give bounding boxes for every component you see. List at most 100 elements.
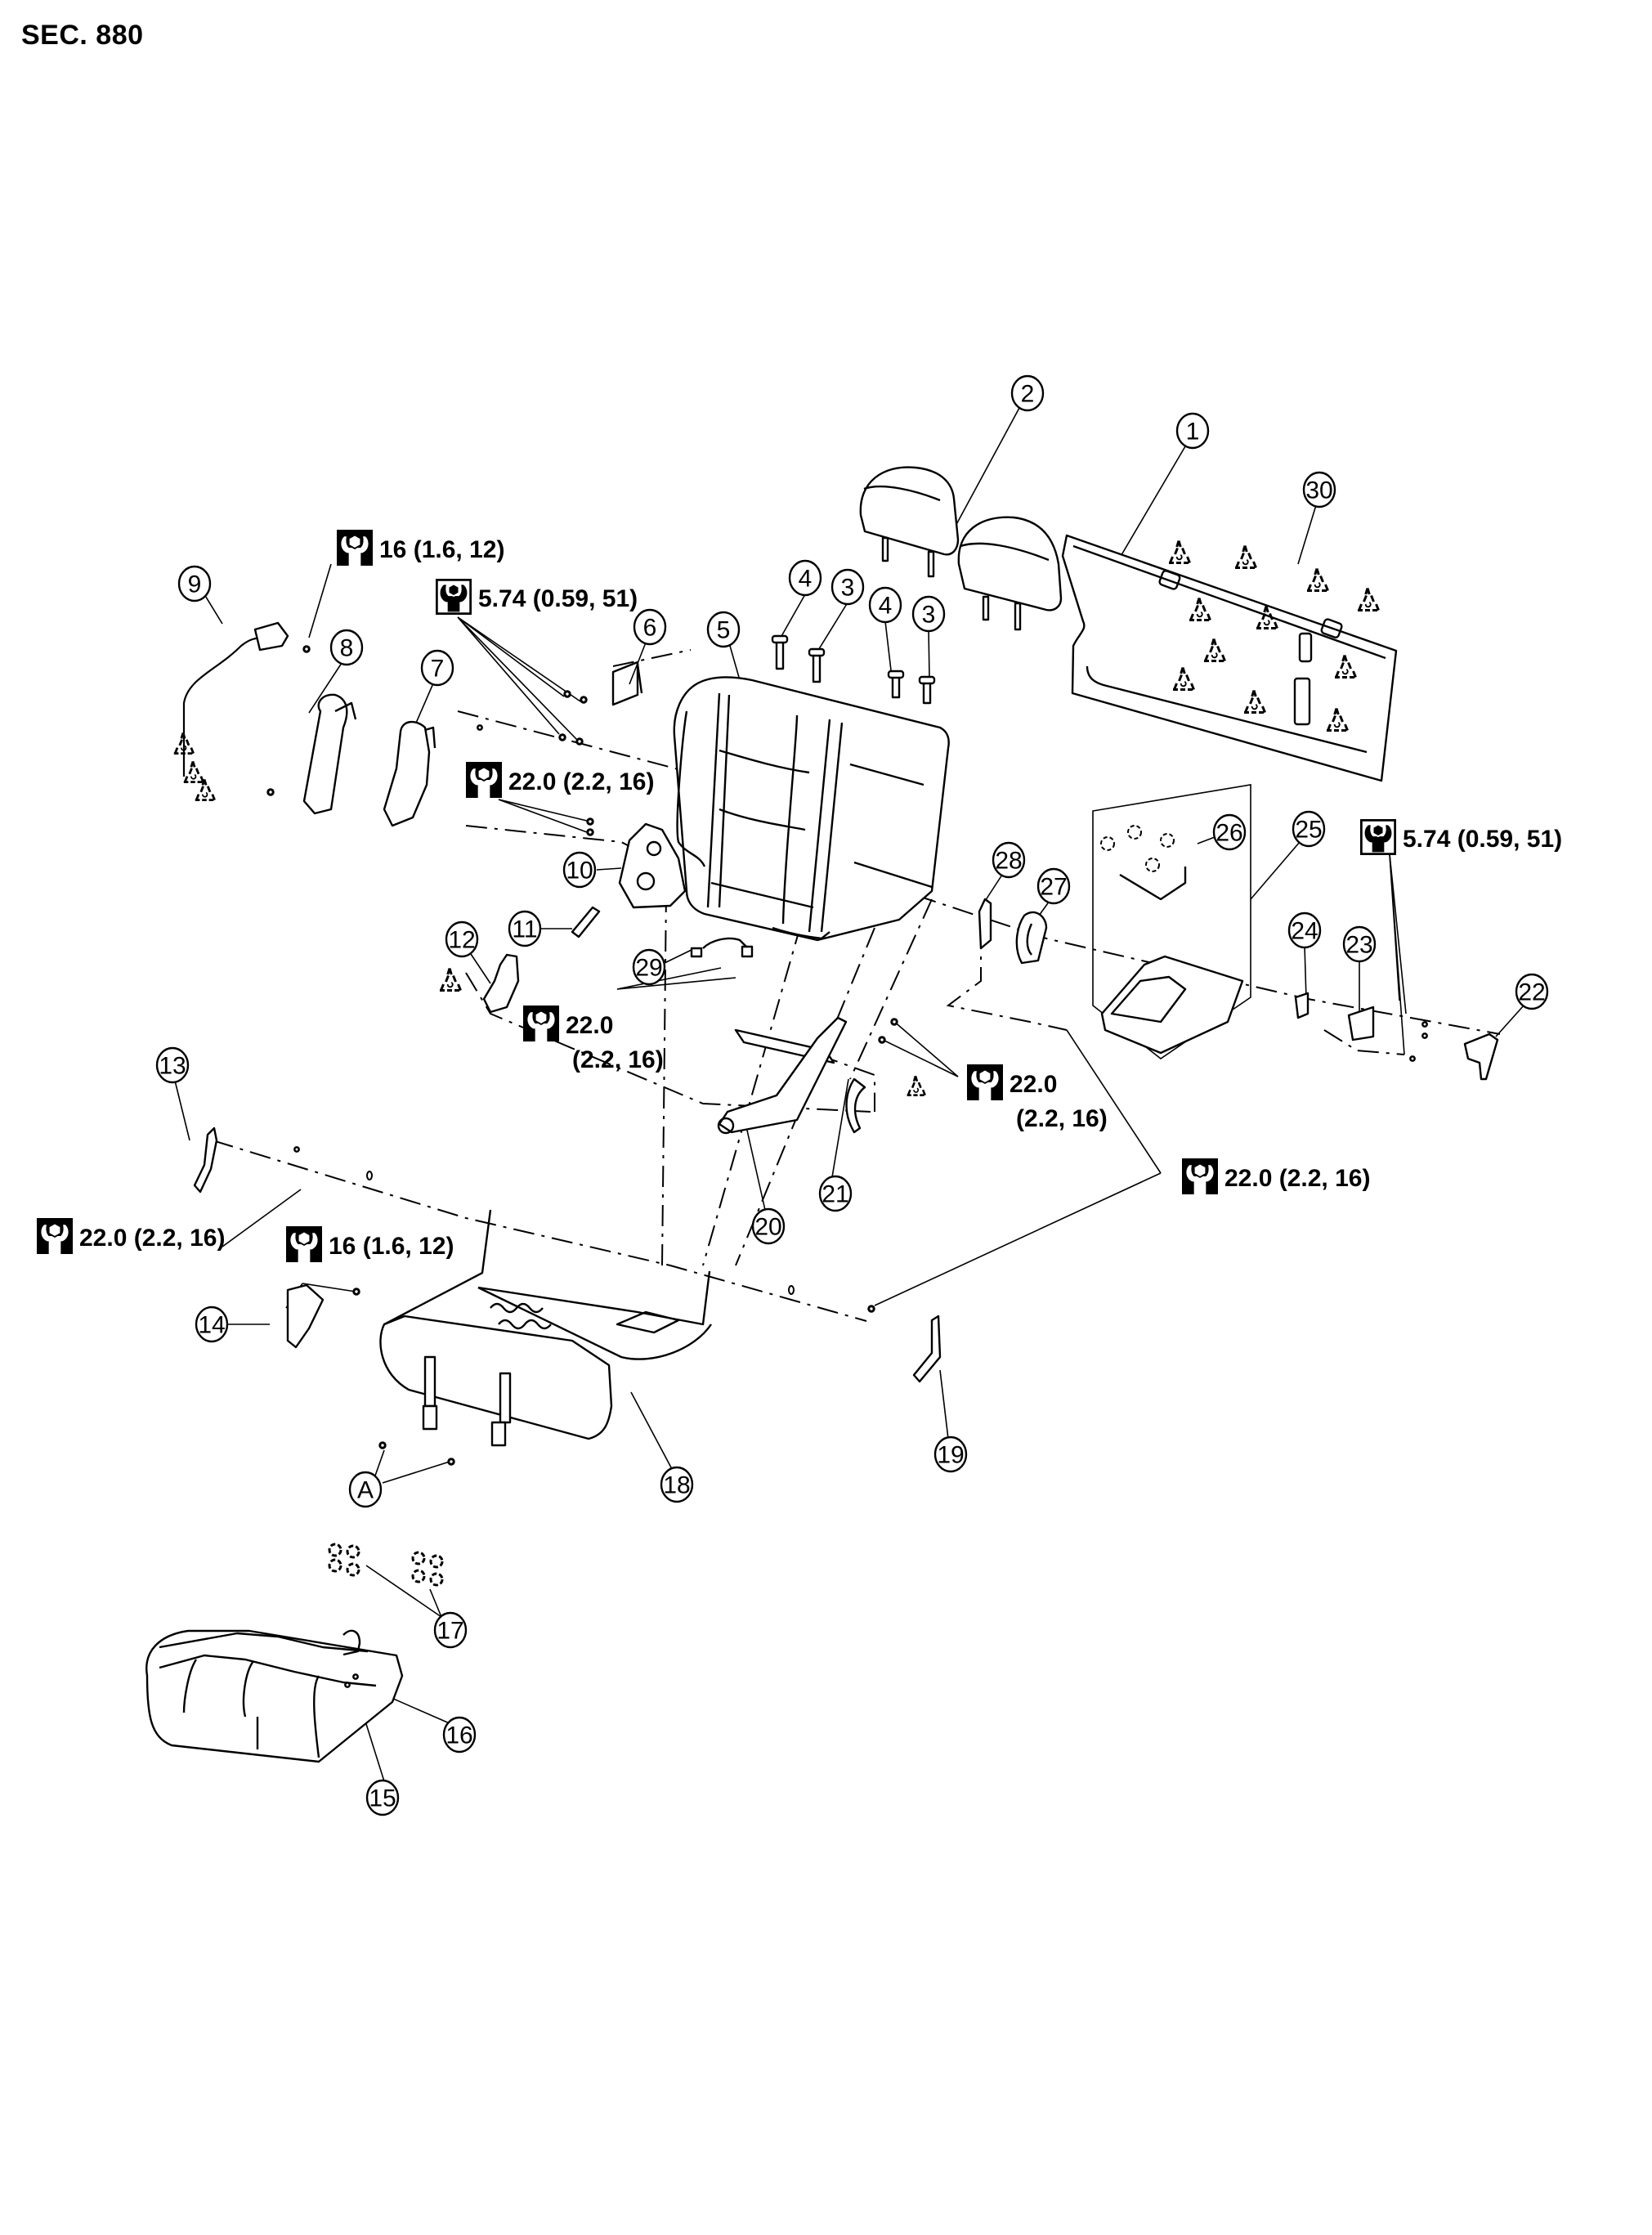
torque-spec-t5: 22.0(2.2, 16) [967,1064,1108,1132]
callout-4a: 4 [788,559,822,597]
parts-illustration [146,466,1499,1763]
callout-3a: 3 [830,568,865,606]
torque-layer: 16 (1.6, 12) 5.74 (0.59, 51) 22.0 (2.2, 16… [37,530,1562,1262]
rear-panel-30 [1061,534,1398,782]
headrest-guide-bolts [771,634,936,705]
section-title: SEC. 880 [21,20,144,51]
torque-value: 22.0 (2.2, 16) [1224,1165,1370,1192]
callout-19: 19 [933,1436,968,1473]
callout-22: 22 [1515,973,1549,1010]
callout-circle [1515,973,1549,1010]
bracket-23 [1347,1006,1428,1062]
callout-label: 26 [1215,820,1242,847]
bracket-11 [571,906,601,938]
callout-circle [1287,911,1322,949]
torque-spec-t6: 5.74 (0.59, 51) [1360,819,1562,855]
callout-label: 4 [879,593,893,620]
callout-label: 6 [643,615,657,642]
seat-cushion [146,1629,404,1763]
bracket-6 [558,661,643,746]
callout-14: 14 [195,1306,229,1343]
cover-22 [1463,1032,1499,1081]
callout-17: 17 [433,1611,468,1649]
callout-label: 30 [1305,477,1332,504]
callout-circle [329,629,364,666]
callout-circle [868,586,902,624]
torque-spec-t1: 16 (1.6, 12) [337,530,504,566]
seatback-5 [673,676,950,942]
wrench-icon [523,1006,559,1041]
callout-label: 25 [1295,817,1322,844]
torque-value-units: (2.2, 16) [572,1046,664,1073]
callout-circle [706,611,741,648]
callout-circle [1036,867,1071,905]
callout-label: 19 [937,1442,964,1469]
callout-label: 10 [566,858,593,885]
callout-label: 3 [922,602,936,629]
callout-circle [348,1471,383,1508]
callout-label: 18 [663,1472,690,1499]
callout-circle [442,1716,477,1754]
torque-value: 16 (1.6, 12) [379,536,504,563]
hinge-cover-7 [383,720,483,827]
callout-16: 16 [442,1716,477,1754]
callout-13: 13 [155,1046,190,1084]
callout-27: 27 [1036,867,1071,905]
callout-18: 18 [660,1466,694,1503]
bracket-14 [286,1283,360,1349]
callout-A: A [348,1471,383,1508]
callout-circle [992,841,1026,879]
callout-9: 9 [177,565,212,602]
cup-holder-27 [1015,911,1048,965]
callout-circle [155,1046,190,1084]
headrest-1 [957,516,1063,631]
callout-label: 28 [995,848,1022,875]
hinge-cover-21 [845,1075,926,1134]
callout-label: 16 [445,1722,472,1749]
callout-3b: 3 [911,595,946,633]
wrench-icon [1182,1158,1218,1194]
callout-label: A [357,1477,374,1504]
callout-circle [562,851,597,889]
wrench-precision-icon [436,579,472,615]
torque-value: 22.0 (2.2, 16) [79,1225,225,1252]
callout-20: 20 [751,1207,786,1245]
callout-7: 7 [420,649,454,687]
harness-29 [690,926,830,958]
callout-circle [365,1779,400,1816]
callout-1: 1 [1175,412,1210,450]
wrench-icon [466,762,502,798]
callout-layer: 1233445678910111213141516171819202122232… [155,374,1549,1816]
callout-label: 3 [841,575,855,602]
callout-label: 5 [717,617,731,644]
headrest-2 [859,466,960,578]
armrest-25 [1092,784,1251,1059]
callout-circle [933,1436,968,1473]
callout-circle [911,595,946,633]
callout-label: 14 [198,1312,225,1339]
wrench-icon [967,1064,1003,1100]
callout-circle [195,1306,229,1343]
callout-circle [1302,471,1336,508]
callout-label: 7 [431,656,445,683]
wrench-precision-icon [1360,819,1396,855]
callout-8: 8 [329,629,364,666]
callout-circle [818,1175,853,1212]
clip-24 [1294,992,1310,1019]
torque-value: 22.0 [1010,1071,1057,1098]
wrench-icon [337,530,373,566]
seat-frame-18 [378,1209,712,1466]
callout-25: 25 [1292,810,1326,848]
callout-circle [751,1207,786,1245]
wrench-icon [286,1226,322,1262]
callout-circle [1010,374,1045,412]
callout-circle [433,1611,468,1649]
torque-spec-t2: 5.74 (0.59, 51) [436,579,638,615]
callout-label: 15 [369,1785,396,1812]
callout-5: 5 [706,611,741,648]
callout-circle [420,649,454,687]
hinge-bracket-20 [717,1016,898,1135]
callout-circle [633,608,667,646]
callout-circle [445,920,479,958]
callout-2: 2 [1010,374,1045,412]
